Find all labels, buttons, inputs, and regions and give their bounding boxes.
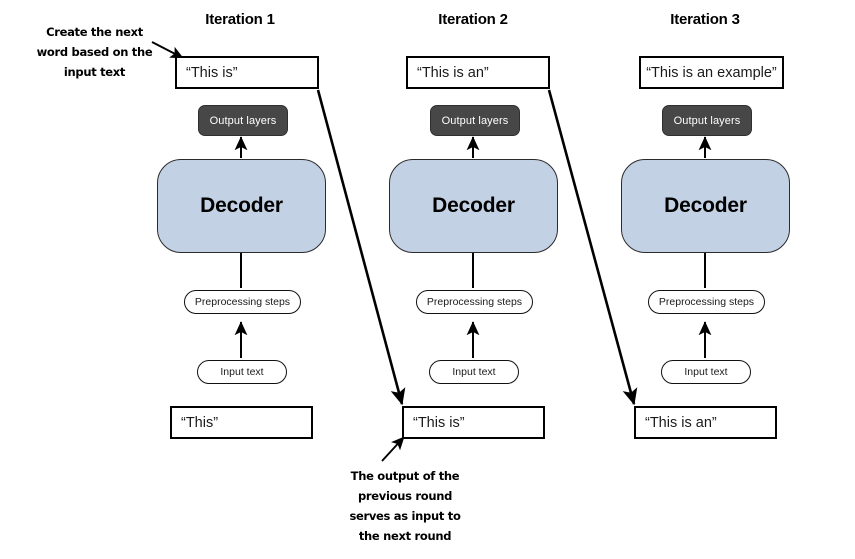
input-text-box-1: “This”: [170, 406, 313, 439]
input-text-pill-2: Input text: [429, 360, 519, 384]
iteration-title-1: Iteration 1: [205, 11, 275, 28]
feedback-arrow-2-to-3: [547, 89, 638, 406]
decoder-box-1: Decoder: [157, 159, 326, 253]
annotation-arrow-bottom-center: [381, 436, 405, 462]
output-text-box-1: “This is”: [175, 56, 319, 89]
annotation-line-1: The output of the: [350, 469, 460, 483]
output-layers-box-3: Output layers: [662, 105, 752, 136]
input-text-box-3: “This is an”: [634, 406, 777, 439]
iteration-title-2: Iteration 2: [438, 11, 508, 28]
input-text-pill-3: Input text: [661, 360, 751, 384]
preprocessing-pill-2: Preprocessing steps: [416, 290, 533, 314]
preprocessing-pill-1: Preprocessing steps: [184, 290, 301, 314]
output-layers-box-1: Output layers: [198, 105, 288, 136]
output-text-box-3: “This is an example”: [639, 56, 784, 89]
input-text-box-2: “This is”: [402, 406, 545, 439]
annotation-line-2: word based on the: [36, 45, 153, 60]
annotation-line-3: serves as input to: [349, 509, 461, 524]
annotation-line-3: input text: [63, 65, 126, 80]
annotation-create-next-word: Create the next word based on the input …: [32, 22, 157, 82]
annotation-line-2: previous round: [357, 489, 453, 504]
output-layers-box-2: Output layers: [430, 105, 520, 136]
annotation-line-1: Create the next: [46, 25, 143, 39]
decoder-box-2: Decoder: [389, 159, 558, 253]
iteration-title-3: Iteration 3: [670, 11, 740, 28]
input-text-pill-1: Input text: [197, 360, 287, 384]
preprocessing-pill-3: Preprocessing steps: [648, 290, 765, 314]
feedback-arrow-1-to-2: [316, 89, 406, 406]
decoder-box-3: Decoder: [621, 159, 790, 253]
annotation-line-4: the next round: [358, 529, 452, 544]
annotation-output-feeds-input: The output of the previous round serves …: [335, 466, 475, 547]
output-text-box-2: “This is an”: [406, 56, 550, 89]
